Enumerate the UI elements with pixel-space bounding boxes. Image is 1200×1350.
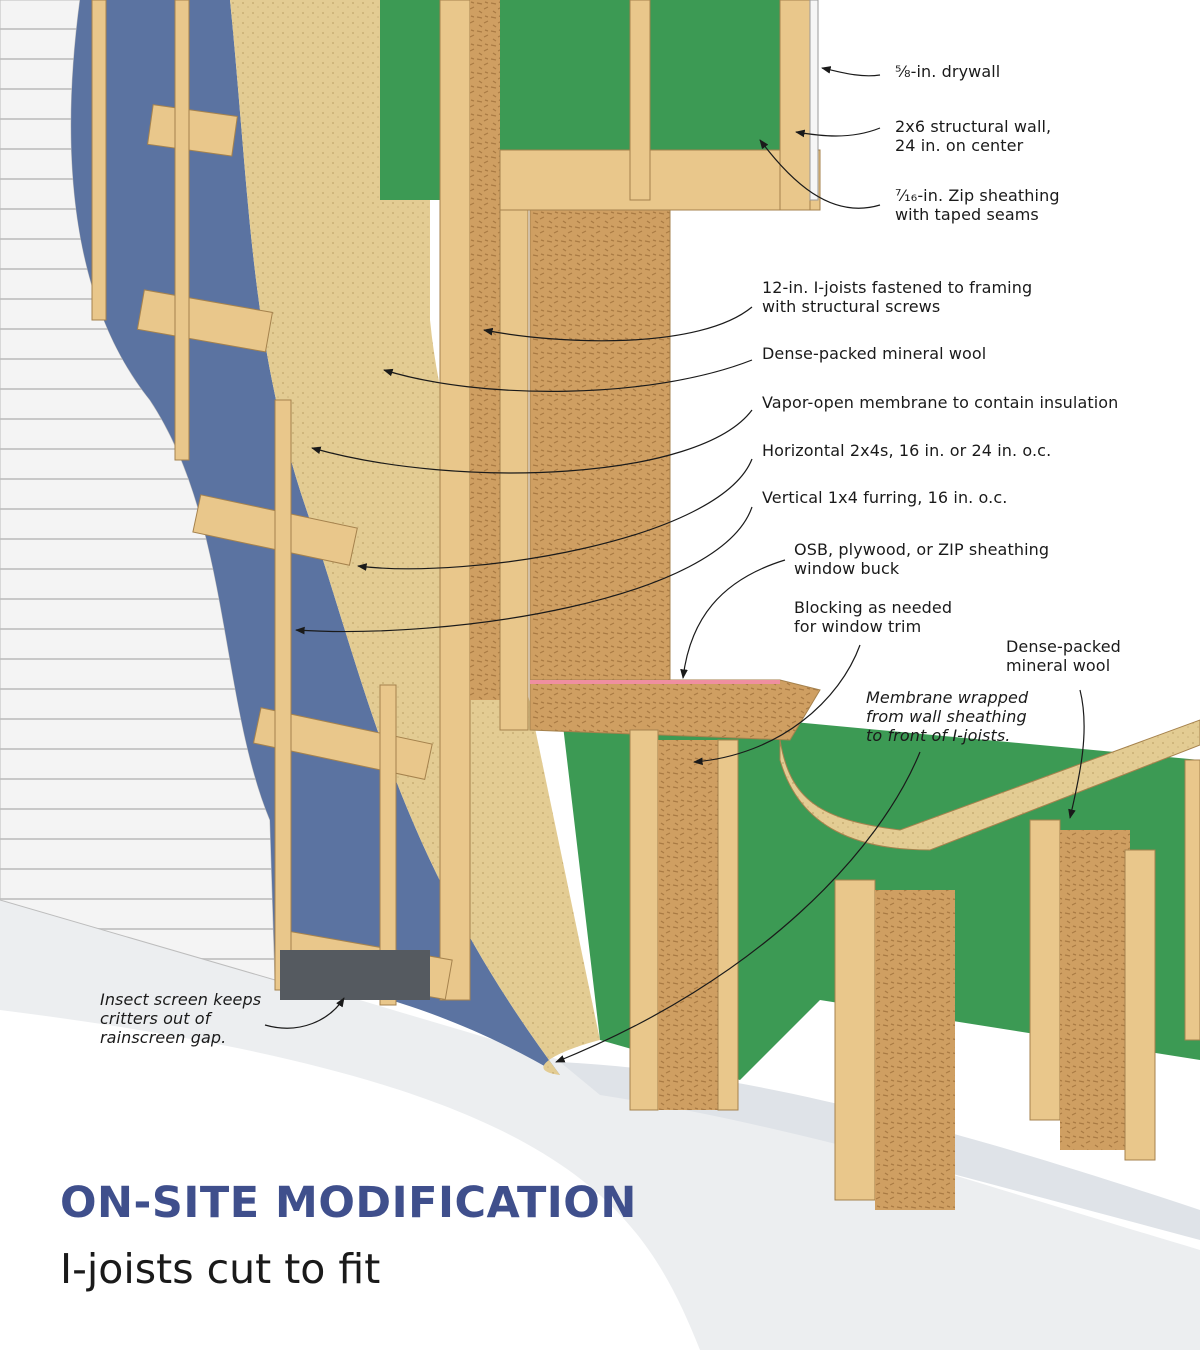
leader-ijoists — [483, 306, 753, 342]
leader-wool — [383, 359, 753, 392]
ijoist-right-3 — [1184, 759, 1200, 1041]
leader-blocking — [693, 644, 861, 766]
ijoist-right-2-flange — [1124, 849, 1156, 1161]
label-mineral-wool: Dense-packed mineral wool — [762, 344, 987, 363]
leader-wool-2 — [1068, 689, 1085, 819]
window-buck-frame-left — [499, 149, 529, 731]
window-head — [499, 149, 821, 211]
leader-structural-wall — [795, 127, 881, 138]
leader-furring — [295, 506, 753, 635]
leader-zip — [759, 139, 881, 209]
window-buck-jamb — [529, 199, 671, 691]
leader-lines — [264, 66, 1085, 1063]
insect-screen — [280, 950, 430, 1000]
label-vertical-furring: Vertical 1x4 furring, 16 in. o.c. — [762, 488, 1008, 507]
leader-membrane — [311, 409, 753, 474]
furring-1 — [91, 0, 107, 321]
page-title: ON-SITE MODIFICATION — [60, 1178, 637, 1228]
stud-upper-2 — [779, 0, 811, 211]
ijoist-lower-web — [658, 740, 718, 1110]
label-zip-sheathing: ⁷⁄₁₆-in. Zip sheathing with taped seams — [895, 186, 1060, 224]
furring-2 — [174, 0, 190, 461]
ijoist-right-1 — [834, 879, 876, 1201]
horizontal-2x4-1 — [147, 104, 238, 157]
leader-drywall — [821, 66, 881, 77]
stud-upper-1 — [629, 0, 651, 201]
ijoist-lower-flange — [629, 729, 659, 1111]
furring-3 — [274, 399, 292, 991]
label-structural-wall: 2x6 structural wall, 24 in. on center — [895, 117, 1052, 155]
ijoist-right-1-web — [875, 890, 955, 1210]
label-horizontal-2x4: Horizontal 2x4s, 16 in. or 24 in. o.c. — [762, 441, 1052, 460]
window-sill — [529, 679, 821, 741]
leader-wrapped — [555, 751, 921, 1063]
insulation-layer — [230, 0, 600, 1075]
ijoist-flange-left — [439, 0, 471, 1001]
label-ijoists: 12-in. I-joists fastened to framing with… — [762, 278, 1033, 316]
label-membrane-wrapped: Membrane wrapped from wall sheathing to … — [866, 688, 1029, 745]
label-blocking: Blocking as needed for window trim — [794, 598, 953, 636]
ijoist-right-2-web — [1060, 830, 1130, 1150]
label-window-buck: OSB, plywood, or ZIP sheathing window bu… — [794, 540, 1050, 578]
furring-4 — [379, 684, 397, 1006]
drywall-edge — [809, 0, 819, 201]
leader-horizontal — [357, 458, 753, 571]
label-insect-screen: Insect screen keeps critters out of rain… — [100, 990, 262, 1047]
label-drywall: ⅝-in. drywall — [895, 62, 1001, 81]
wall-top-plate — [779, 719, 1200, 851]
leader-buck — [680, 559, 786, 679]
ijoist-lower-flange-2 — [717, 739, 739, 1111]
leader-insect — [264, 997, 345, 1029]
label-vapor-membrane: Vapor-open membrane to contain insulatio… — [762, 393, 1119, 412]
horizontal-2x4-2 — [136, 289, 273, 353]
ijoist-web-left — [470, 0, 500, 700]
label-mineral-wool-2: Dense-packed mineral wool — [1006, 637, 1121, 675]
ijoist-right-2 — [1029, 819, 1061, 1121]
page-subtitle: I-joists cut to fit — [60, 1245, 381, 1293]
